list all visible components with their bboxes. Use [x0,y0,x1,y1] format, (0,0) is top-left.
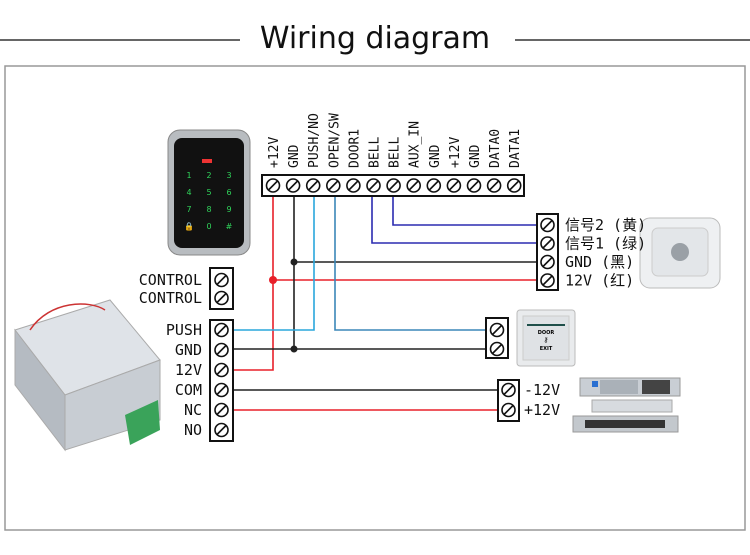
keypad-key: 🔒 [184,222,194,231]
wire-12v-red [232,195,274,371]
power-supply-terminal-label: 12V [175,361,202,379]
controller-terminal-label: GND [468,144,483,168]
keypad-key: 6 [226,188,231,197]
keypad-key: 7 [186,205,191,214]
power-supply-image [14,299,161,452]
terminal-screw-icon [506,178,522,193]
keypad-key: 1 [186,171,191,180]
exit-button-image: DOOR ⚷ EXIT [516,309,576,367]
terminal-screw-icon [486,178,502,193]
terminal-screw-icon [214,362,229,378]
electric-lock-image [572,377,681,433]
terminal-screw-icon [446,178,462,193]
key-icon: ⚷ [543,336,548,344]
terminal-screw-icon [386,178,401,193]
doorbell-terminal-label: 12V (红) [565,272,634,290]
controller-terminal-label: OPEN/SW [327,113,342,168]
power-supply-terminal-label: NO [184,421,202,439]
wire-bell1-darkblue [371,195,540,244]
power-supply-terminal-label: COM [175,381,202,399]
controller-terminal-label: DOOR1 [347,129,362,168]
controller-terminal-label: DATA0 [488,129,503,168]
terminal-screw-icon [540,236,555,251]
controller-terminal-label: AUX_IN [408,121,423,168]
controller-terminal-label: GND [428,144,443,168]
terminal-screw-icon [489,341,505,357]
terminal-screw-icon [214,382,229,398]
wire-push-lightblue [232,195,315,331]
junction-dot-red [269,276,277,284]
wires [232,195,540,411]
keypad-key: 8 [206,205,211,214]
wire-opensw-blue [334,195,488,331]
terminal-screw-icon [366,178,381,193]
lock-terminal-label: -12V [524,381,560,399]
terminal-screw-icon [489,322,505,338]
doorbell-terminal-label: 信号1 (绿) [565,235,646,253]
keypad-key: 3 [226,171,231,180]
keypad-key: # [226,222,233,231]
controller-terminal-label: GND [287,144,302,168]
controller-terminal-label: PUSH/NO [307,113,322,168]
terminal-screw-icon [285,178,301,193]
exit-button-exit-text: EXIT [540,346,553,352]
controller-terminal-label: BELL [388,137,403,168]
controller-terminal-label: BELL [368,137,383,168]
wire-bell2-darkblue [392,195,540,226]
terminal-screw-icon [305,178,321,193]
terminal-screw-icon [406,178,422,193]
terminal-screw-icon [426,178,442,193]
power-supply-terminal-label: NC [184,401,202,419]
terminal-screw-icon [214,402,229,418]
keypad-led [202,159,212,163]
keypad-key: 0 [206,222,211,231]
junction-dot-black [290,258,298,266]
control-terminal-label: CONTROL [139,289,202,307]
keypad-reader-image: 1 2 3 4 5 6 7 8 9 🔒 0 # [167,129,251,256]
keypad-key: 9 [226,205,231,214]
controller-terminal-label: +12V [448,137,463,168]
terminal-screw-icon [540,273,555,288]
controller-terminal-label: DATA1 [508,129,523,168]
keypad-key: 5 [206,188,211,197]
control-terminal-label: CONTROL [139,271,202,289]
exit-button-door-text: DOOR [538,330,555,336]
power-supply-terminal-label: PUSH [166,321,202,339]
terminal-screw-icon [325,178,341,193]
diagram-frame [4,65,746,531]
terminal-screw-icon [501,382,516,398]
doorbell-terminal-label: 信号2 (黄) [565,216,646,234]
doorbell-terminal-block [536,213,559,291]
terminal-screw-icon [214,342,229,358]
terminal-screw-icon [466,178,482,193]
keypad-key: 4 [186,188,191,197]
terminal-screw-icon [214,322,229,338]
controller-terminal-label: +12V [267,137,282,168]
keypad-key: 2 [206,171,211,180]
terminal-screw-icon [501,402,516,418]
terminal-screw-icon [346,178,361,193]
terminal-screw-icon [214,272,229,288]
terminal-screw-icon [214,290,229,306]
doorbell-terminal-label: GND (黑) [565,253,634,271]
terminal-screw-icon [265,178,281,193]
power-supply-terminal-label: GND [175,341,202,359]
junction-dot-black [290,345,298,353]
terminal-screw-icon [540,254,555,270]
doorbell-image [639,217,721,289]
terminal-screw-icon [214,422,229,438]
terminal-screw-icon [540,217,555,233]
lock-terminal-label: +12V [524,401,560,419]
page-title: Wiring diagram [260,21,490,56]
